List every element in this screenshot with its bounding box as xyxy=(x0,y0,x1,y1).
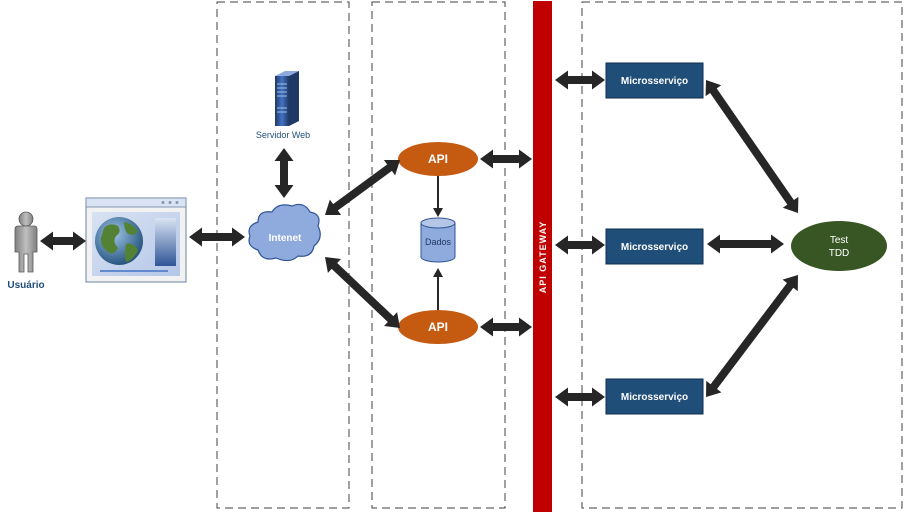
internet-cloud xyxy=(248,203,321,262)
microservice-label-2: Microsserviço xyxy=(621,242,688,253)
api-gateway-label: API GATEWAY xyxy=(538,221,548,294)
arrow-gateway-ms2 xyxy=(555,235,605,255)
test-label: Test xyxy=(830,235,849,246)
test-tdd-node xyxy=(791,221,887,271)
arrow-gateway-ms3 xyxy=(555,387,605,407)
database-cylinder xyxy=(420,217,456,263)
web-server-label: Servidor Web xyxy=(256,130,310,140)
arrow-browser-internet xyxy=(189,227,245,247)
arrow-internet-api-bottom xyxy=(325,257,401,329)
api-bottom-node xyxy=(398,310,478,344)
api-top-label: API xyxy=(428,152,448,166)
arrow-internet-api-top xyxy=(325,159,401,215)
microservice-label-1: Microsserviço xyxy=(621,76,688,87)
arrow-server-internet xyxy=(274,148,294,198)
api-gateway-bar xyxy=(533,1,552,512)
connector-arrows xyxy=(40,70,799,407)
zone-web-tier xyxy=(216,1,350,509)
arrow-api-top-gateway xyxy=(480,149,532,169)
zone-api-tier xyxy=(371,1,506,509)
arrow-gateway-ms1 xyxy=(555,70,605,90)
browser-window-icon xyxy=(85,197,187,283)
zone-microservices-tier xyxy=(581,1,903,509)
microservice-box-2 xyxy=(605,228,704,265)
microservice-box-3 xyxy=(605,378,704,415)
api-to-database-arrow xyxy=(433,176,443,217)
arrow-ms2-test xyxy=(707,234,784,254)
arrow-user-browser xyxy=(40,231,86,251)
internet-label: Intenet xyxy=(269,233,302,244)
database-label: Dados xyxy=(425,237,452,247)
database-to-api-arrow xyxy=(433,268,443,310)
user-label: Usuário xyxy=(7,280,44,291)
arrow-api-bottom-gateway xyxy=(480,317,532,337)
server-icon xyxy=(275,71,299,126)
arrow-ms3-test xyxy=(706,275,798,397)
arrow-ms1-test xyxy=(705,80,799,213)
api-top-node xyxy=(398,142,478,176)
tdd-label: TDD xyxy=(829,248,850,259)
api-bottom-label: API xyxy=(428,320,448,334)
microservice-box-1 xyxy=(605,62,704,99)
microservice-label-3: Microsserviço xyxy=(621,392,688,403)
user-icon xyxy=(14,211,38,273)
globe-icon xyxy=(95,217,143,265)
